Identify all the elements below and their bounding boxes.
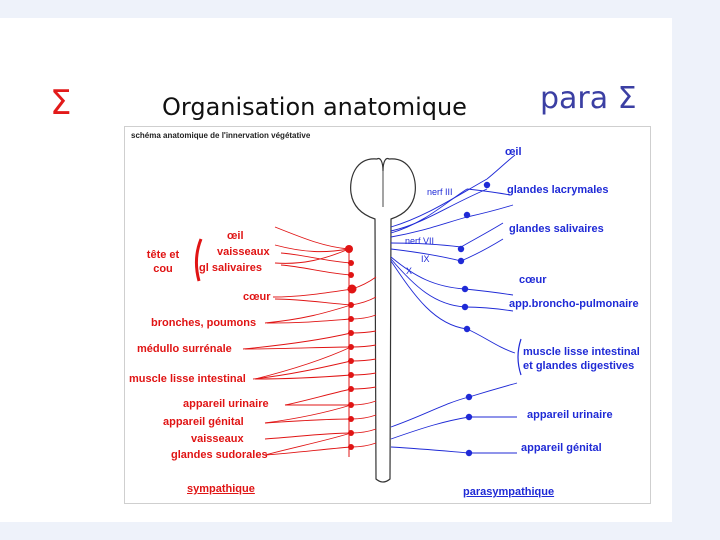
innervation-diagram: schéma anatomique de l'innervation végét… [124, 126, 651, 504]
para-label-coeur: cœur [519, 275, 547, 286]
parasympathetic-footer: parasympathique [463, 487, 554, 498]
digestive-bracket [518, 339, 521, 375]
para-label-lacrymales: glandes lacrymales [507, 185, 609, 196]
sym-label-bronches: bronches, poumons [151, 318, 256, 329]
parasympathetic-title: para Σ [540, 84, 637, 114]
sym-label-oeil: œil [227, 231, 244, 242]
sym-label-vaisseaux: vaisseaux [217, 247, 270, 258]
nerve-label-x: X [406, 267, 412, 276]
para-label-muscle: muscle lisse intestinal et glandes diges… [523, 345, 640, 374]
sym-label-vaisseaux-2: vaisseaux [191, 434, 244, 445]
sym-label-urinaire: appareil urinaire [183, 399, 269, 410]
para-label-oeil: œil [505, 147, 522, 158]
sym-label-gl-salivaires: gl salivaires [199, 263, 262, 274]
spinal-cord-outline [351, 159, 416, 483]
head-neck-bracket [196, 239, 201, 281]
diagram-caption: schéma anatomique de l'innervation végét… [131, 131, 310, 140]
parasympathetic-ganglia [458, 182, 490, 456]
para-label-salivaires: glandes salivaires [509, 224, 604, 235]
sym-label-muscle: muscle lisse intestinal [129, 374, 246, 385]
sym-label-genital: appareil génital [163, 417, 244, 428]
sympathetic-fibres [243, 227, 376, 455]
nerve-label-vii: nerf VII [405, 237, 434, 246]
para-label-genital: appareil génital [521, 443, 602, 454]
sympathetic-sigma-symbol: Σ [50, 86, 71, 120]
para-label-urinaire: appareil urinaire [527, 410, 613, 421]
nerve-label-iii: nerf III [427, 188, 453, 197]
sym-label-coeur: cœur [243, 292, 271, 303]
nerve-label-ix: IX [421, 255, 430, 264]
sympathetic-footer: sympathique [187, 484, 255, 495]
slide-title: Organisation anatomique [162, 95, 467, 119]
sym-label-tete-cou: tête et cou [135, 249, 191, 277]
sym-label-sudorales: glandes sudorales [171, 450, 268, 461]
para-label-broncho: app.broncho-pulmonaire [509, 299, 639, 310]
sym-label-medullo: médullo surrénale [137, 344, 232, 355]
